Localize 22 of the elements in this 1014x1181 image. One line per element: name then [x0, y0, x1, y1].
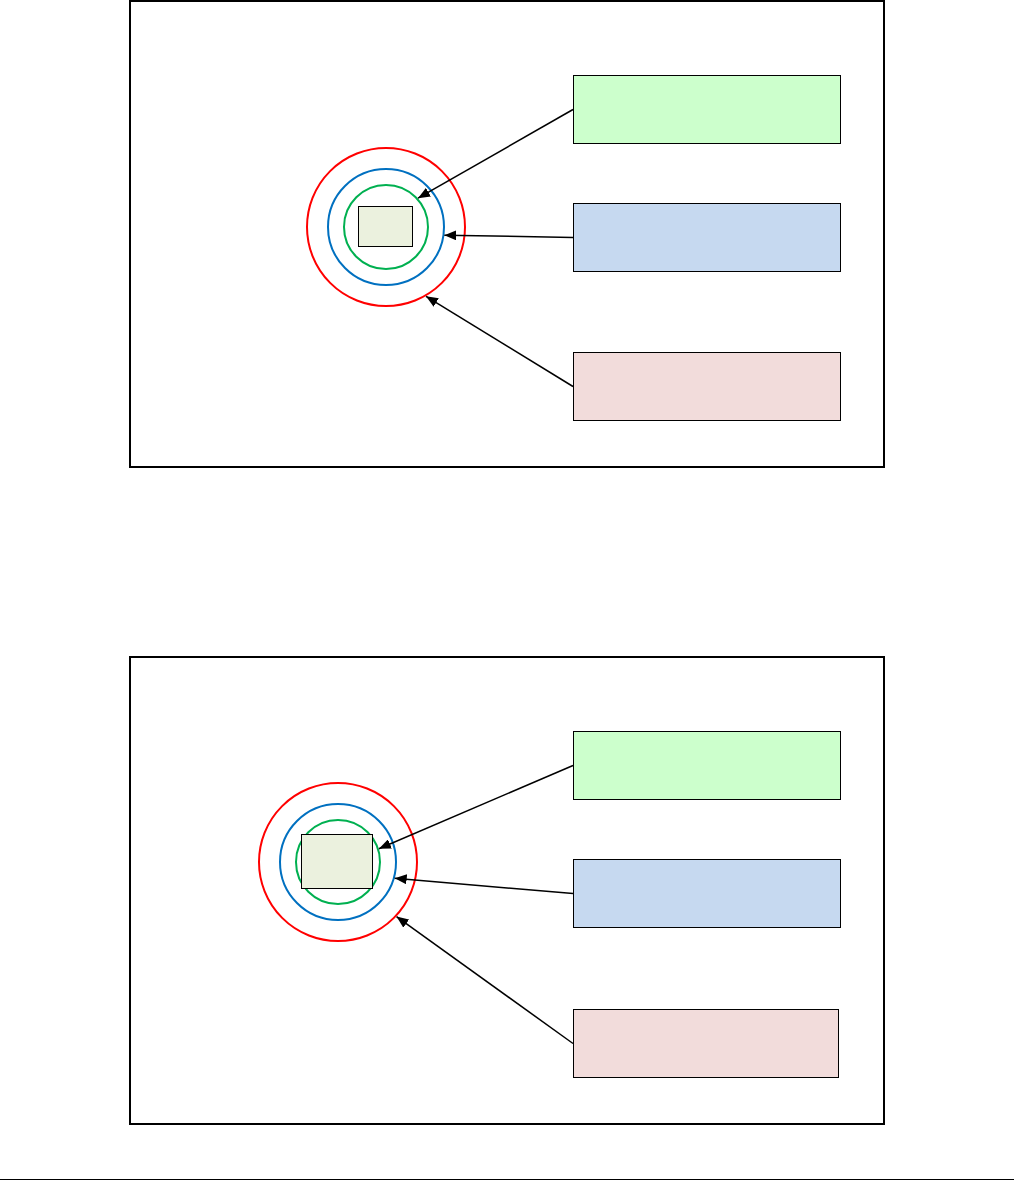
arrow: [417, 108, 574, 199]
bottom-rectangle: [573, 1009, 839, 1078]
core-rectangle: [358, 206, 413, 247]
arrow: [443, 230, 574, 241]
middle-ring: [327, 168, 445, 286]
bottom-rectangle: [573, 352, 841, 421]
arrow: [425, 295, 574, 388]
panel-frame: [129, 0, 885, 468]
inner-ring: [343, 184, 429, 270]
inner-ring: [295, 819, 381, 905]
middle-rectangle: [573, 203, 841, 272]
arrow: [395, 915, 574, 1045]
top-rectangle: [573, 731, 841, 800]
outer-ring: [258, 782, 418, 942]
middle-ring: [279, 803, 397, 921]
arrow: [393, 874, 574, 895]
top-rectangle: [573, 75, 841, 144]
arrow: [378, 764, 574, 850]
core-rectangle: [301, 834, 373, 889]
middle-rectangle: [573, 859, 841, 928]
outer-ring: [306, 147, 466, 307]
panel-frame: [129, 656, 885, 1125]
